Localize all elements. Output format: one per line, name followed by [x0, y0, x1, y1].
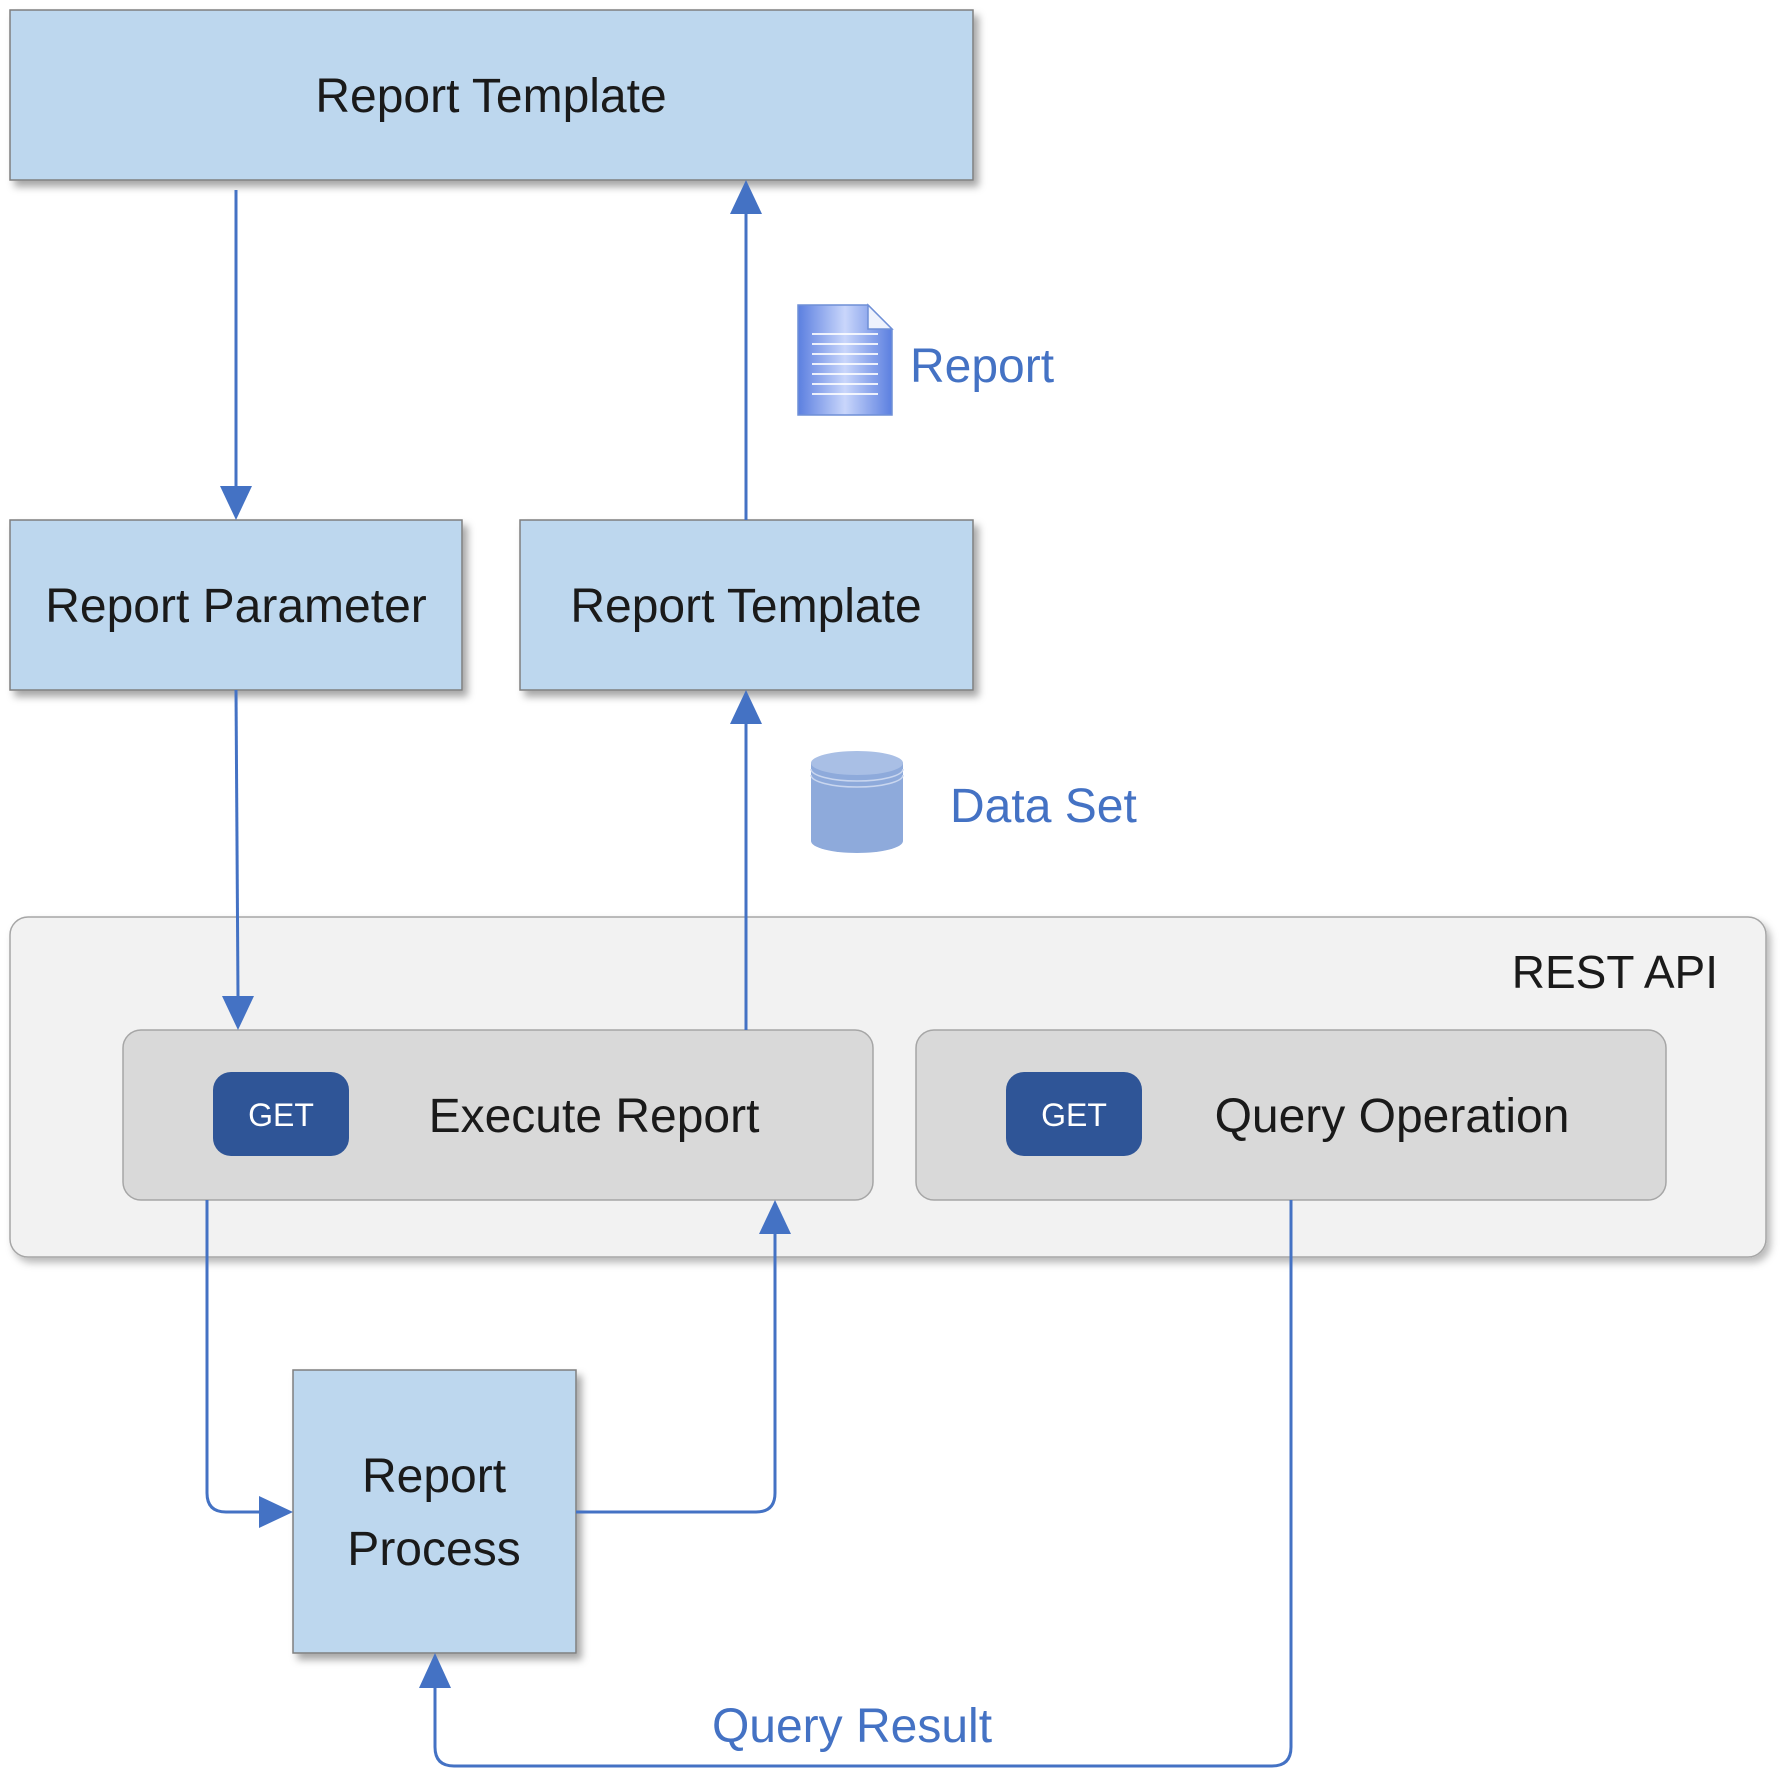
execute-report-label: Execute Report: [429, 1090, 760, 1143]
query-result-label: Query Result: [712, 1700, 992, 1753]
report-template-mid-box: Report Template: [519, 519, 974, 691]
query-operation-endpoint: GET Query Operation: [915, 1029, 1667, 1201]
rest-api-label: REST API: [1512, 946, 1718, 998]
arrowhead-down-parameter: [220, 486, 252, 520]
arrow-process-to-execute: [576, 1234, 777, 1514]
arrowhead-up-process: [419, 1653, 451, 1688]
get-badge-execute-label: GET: [248, 1097, 314, 1133]
get-badge-execute: [213, 1072, 349, 1156]
report-template-top-box: Report Template: [9, 9, 974, 181]
database-icon: [810, 751, 904, 853]
get-badge-query-label: GET: [1041, 1097, 1107, 1133]
arrow-query-to-process: [433, 1200, 1293, 1768]
report-parameter-label: Report Parameter: [45, 580, 427, 633]
connectors: [205, 190, 1293, 1768]
report-template-top-label: Report Template: [315, 70, 666, 123]
arrowhead-up-execute: [759, 1200, 791, 1234]
execute-report-endpoint: GET Execute Report: [122, 1029, 874, 1201]
arrowheads: [220, 180, 791, 1688]
report-process-label-line1: Report: [362, 1450, 506, 1503]
get-badge-query: [1006, 1072, 1142, 1156]
data-set-label: Data Set: [950, 780, 1137, 833]
report-template-mid-label: Report Template: [570, 580, 921, 633]
arrow-execute-to-process: [205, 1200, 261, 1514]
arrowhead-down-execute: [222, 996, 254, 1030]
report-parameter-box: Report Parameter: [9, 519, 463, 691]
arrow-parameter-to-execute: [234, 689, 240, 997]
arrowhead-up-mid-template: [730, 690, 762, 724]
arrowhead-right-process: [259, 1496, 293, 1528]
query-operation-label: Query Operation: [1215, 1090, 1570, 1143]
report-process-box: Report Process: [292, 1369, 577, 1654]
report-output-label: Report: [910, 340, 1054, 393]
report-process-label-line2: Process: [347, 1523, 520, 1576]
document-icon: [797, 303, 894, 416]
arrowhead-up-top-template: [730, 180, 762, 214]
